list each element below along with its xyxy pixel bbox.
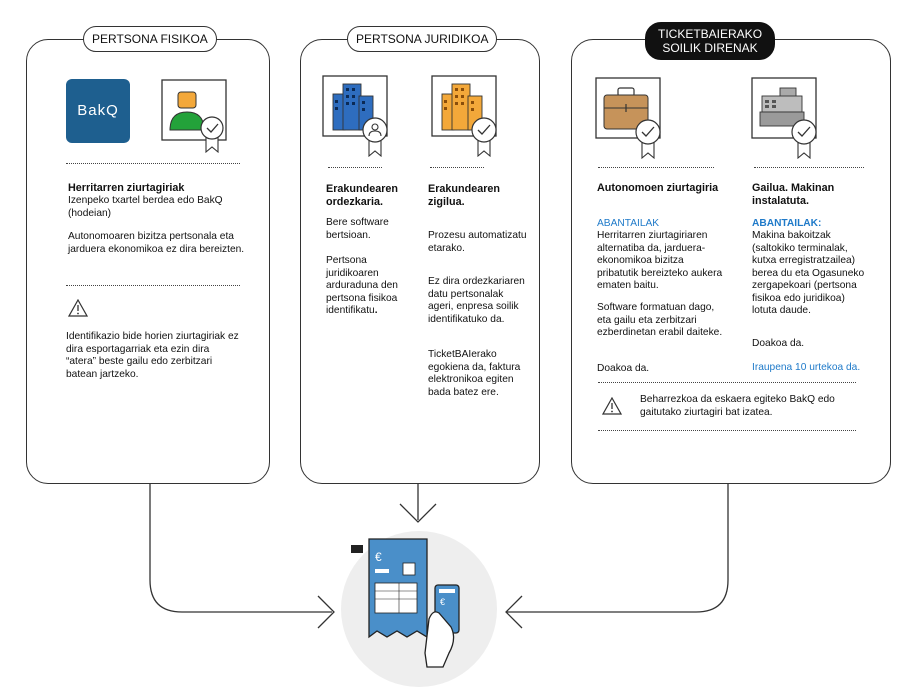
ticket-col1-para1: Herritarren ziurtagiriaren alternatiba d…: [597, 230, 723, 291]
divider-juridikoa-right: [430, 167, 484, 168]
svg-text:€: €: [375, 550, 382, 564]
juridikoa-col1-para1: Bere software bertsioan.: [326, 217, 389, 241]
bakq-logo-text: BakQ: [77, 102, 119, 119]
ticket-col2-para3: Iraupena 10 urtekoa da.: [752, 362, 861, 373]
ticket-col1-heading: Autonomoen ziurtagiria: [597, 182, 719, 194]
invoice-phone-icon: € €: [341, 531, 497, 687]
divider-ticket-right: [754, 167, 864, 168]
card-title-fisikoa: PERTSONA FISIKOA: [83, 26, 217, 52]
card-title-juridikoa: PERTSONA JURIDIKOA: [347, 26, 498, 52]
ticket-col2-heading: Gailua. Makinan instalatuta.: [752, 182, 835, 207]
ticket-title-line1: TICKETBAIERAKO: [658, 27, 763, 41]
ticket-col2-label: ABANTAILAK:: [752, 218, 822, 229]
svg-text:€: €: [440, 597, 445, 607]
fisikoa-para1: Autonomoaren bizitza pertsonala eta jard…: [68, 231, 245, 255]
divider-ticket-4: [598, 430, 856, 431]
divider-ticket-left: [598, 167, 714, 168]
juridikoa-col2-para3: TicketBAIerako egokiena da, faktura elek…: [428, 349, 521, 398]
arrow-right-head: [505, 595, 523, 629]
orange-building-certificate-icon: [431, 75, 497, 158]
person-certificate-icon: [161, 79, 227, 154]
warning-icon: [68, 299, 88, 317]
arrow-left-head: [317, 595, 335, 629]
ticket-title-line2: SOILIK DIRENAK: [662, 41, 758, 55]
juridikoa-col2-para2: Ez dira ordezkariaren datu pertsonalak a…: [428, 276, 525, 325]
fisikoa-warning: Identifikazio bide horien ziurtagiriak e…: [66, 331, 239, 380]
ticket-warning: Beharrezkoa da eskaera egiteko BakQ edo …: [640, 394, 835, 418]
juridikoa-col1-heading: Erakundearen ordezkaria.: [326, 183, 399, 208]
fisikoa-heading: Herritarren ziurtagiriak: [68, 182, 185, 194]
juridikoa-col1-para2-end: .: [374, 305, 378, 316]
briefcase-certificate-icon: [595, 77, 661, 160]
juridikoa-col2-para1: Prozesu automatizatuetarako.: [428, 230, 527, 254]
warning-icon-ticket: [602, 397, 622, 415]
ticket-col1-para3: Doakoa da.: [597, 363, 650, 374]
juridikoa-col1-para2: Pertsona juridikoaren arduraduna den per…: [326, 255, 410, 318]
ticket-col1-label: ABANTAILAK: [597, 218, 660, 229]
divider-ticket-3: [598, 382, 856, 383]
juridikoa-col1-para2-text: Pertsona juridikoaren arduraduna den per…: [326, 255, 398, 316]
juridikoa-col2-heading: Erakundearen zigilua.: [428, 183, 501, 208]
divider-fisikoa-1: [66, 163, 240, 164]
divider-fisikoa-2: [66, 285, 240, 286]
ticket-col2-para1: Makina bakoitzak (saltokiko terminalak, …: [752, 230, 865, 316]
arrow-middle-head: [399, 503, 437, 523]
fisikoa-subheading: Izenpeko txartel berdea edo BakQ (hodeia…: [68, 195, 223, 219]
card-pertsona-fisikoa: [26, 39, 270, 484]
ticket-col2-para2: Doakoa da.: [752, 338, 805, 349]
arrow-left-line: [149, 482, 332, 613]
bakq-logo-icon: BakQ: [66, 79, 130, 143]
ticket-col1-para2: Software formatuan dago, eta gailu eta z…: [597, 302, 723, 338]
blue-building-person-icon: [322, 75, 388, 158]
arrow-right-line: [506, 482, 729, 613]
divider-juridikoa-left: [328, 167, 382, 168]
card-title-ticketbai: TICKETBAIERAKO SOILIK DIRENAK: [645, 22, 776, 60]
cash-register-certificate-icon: [751, 77, 817, 160]
